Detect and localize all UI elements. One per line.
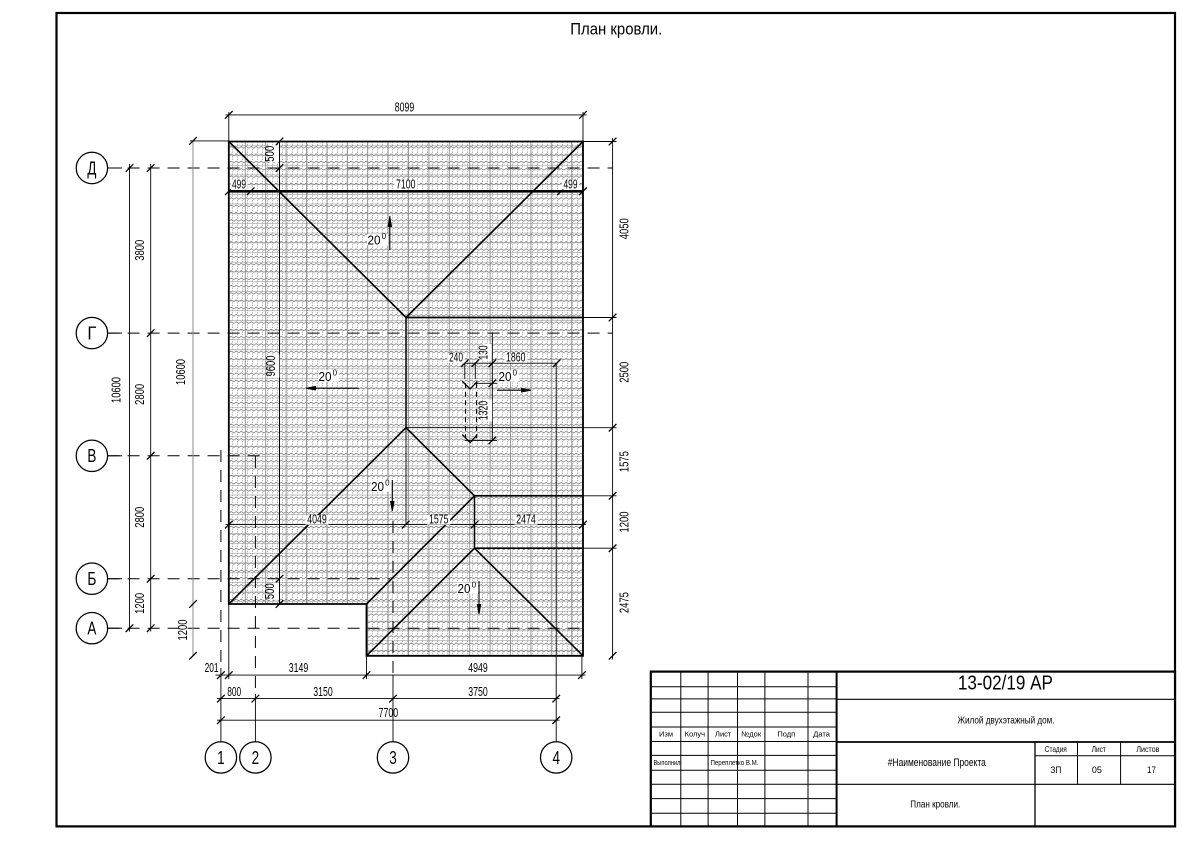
svg-text:20: 20 bbox=[499, 370, 512, 384]
svg-text:№док: №док bbox=[741, 730, 762, 739]
svg-text:Переплетко В.М.: Переплетко В.М. bbox=[711, 758, 759, 767]
svg-text:1200: 1200 bbox=[133, 593, 147, 614]
svg-text:0: 0 bbox=[385, 478, 390, 487]
svg-text:4949: 4949 bbox=[468, 661, 488, 675]
svg-text:Г: Г bbox=[87, 324, 96, 344]
svg-text:2800: 2800 bbox=[133, 384, 147, 405]
svg-text:20: 20 bbox=[368, 234, 381, 248]
svg-text:7100: 7100 bbox=[396, 178, 416, 192]
svg-text:0: 0 bbox=[472, 580, 477, 589]
svg-text:7700: 7700 bbox=[379, 706, 399, 720]
svg-text:1200: 1200 bbox=[617, 511, 631, 532]
svg-text:240: 240 bbox=[449, 351, 463, 365]
svg-text:Колуч: Колуч bbox=[685, 730, 706, 739]
svg-text:3800: 3800 bbox=[133, 240, 147, 261]
svg-text:4049: 4049 bbox=[307, 513, 327, 527]
svg-text:05: 05 bbox=[1092, 765, 1102, 776]
svg-text:Выполнил: Выполнил bbox=[654, 758, 681, 767]
svg-text:Б: Б bbox=[87, 569, 96, 589]
svg-text:2474: 2474 bbox=[516, 513, 536, 527]
svg-text:План кровли.: План кровли. bbox=[570, 20, 662, 39]
svg-text:1320: 1320 bbox=[477, 401, 491, 421]
svg-text:500: 500 bbox=[263, 146, 277, 162]
svg-text:План кровли.: План кровли. bbox=[910, 799, 960, 811]
svg-text:1: 1 bbox=[217, 748, 225, 768]
svg-text:499: 499 bbox=[564, 178, 578, 192]
svg-text:9600: 9600 bbox=[264, 355, 278, 376]
svg-text:1575: 1575 bbox=[617, 451, 631, 472]
svg-text:2800: 2800 bbox=[133, 507, 147, 528]
svg-text:1575: 1575 bbox=[429, 513, 449, 527]
svg-text:1200: 1200 bbox=[176, 619, 190, 640]
svg-text:3750: 3750 bbox=[468, 685, 488, 699]
svg-text:0: 0 bbox=[333, 368, 338, 377]
svg-text:2500: 2500 bbox=[617, 362, 631, 383]
svg-text:В: В bbox=[87, 446, 96, 466]
svg-text:20: 20 bbox=[319, 370, 332, 384]
svg-text:Листов: Листов bbox=[1136, 744, 1159, 754]
svg-text:1860: 1860 bbox=[506, 351, 526, 365]
svg-text:Жилой двухэтажный дом.: Жилой двухэтажный дом. bbox=[958, 714, 1055, 726]
svg-text:8099: 8099 bbox=[395, 100, 415, 114]
svg-text:499: 499 bbox=[232, 178, 246, 192]
svg-text:Лист: Лист bbox=[715, 730, 732, 739]
svg-text:20: 20 bbox=[371, 480, 384, 494]
svg-text:4: 4 bbox=[552, 748, 560, 768]
svg-text:Д: Д bbox=[87, 158, 96, 178]
svg-text:Дата: Дата bbox=[813, 730, 830, 739]
svg-text:А: А bbox=[87, 619, 96, 639]
svg-text:3150: 3150 bbox=[313, 685, 333, 699]
svg-text:2475: 2475 bbox=[617, 592, 631, 613]
svg-text:3149: 3149 bbox=[289, 661, 309, 675]
svg-text:4050: 4050 bbox=[617, 218, 631, 239]
svg-text:17: 17 bbox=[1147, 765, 1156, 776]
svg-text:3: 3 bbox=[389, 748, 397, 768]
svg-text:20: 20 bbox=[458, 582, 471, 596]
svg-text:500: 500 bbox=[263, 583, 277, 599]
svg-text:ЗП: ЗП bbox=[1050, 765, 1061, 776]
svg-text:Изм: Изм bbox=[659, 730, 673, 739]
svg-text:10600: 10600 bbox=[110, 377, 124, 403]
svg-text:800: 800 bbox=[227, 685, 241, 699]
svg-text:0: 0 bbox=[513, 368, 518, 377]
svg-text:Подп: Подп bbox=[777, 730, 795, 739]
svg-text:201: 201 bbox=[205, 661, 219, 675]
svg-text:0: 0 bbox=[382, 232, 387, 241]
svg-text:Стадия: Стадия bbox=[1045, 744, 1067, 754]
svg-text:2: 2 bbox=[252, 748, 260, 768]
svg-text:#Наименование Проекта: #Наименование Проекта bbox=[888, 757, 987, 769]
svg-text:10600: 10600 bbox=[174, 359, 188, 385]
svg-text:130: 130 bbox=[476, 345, 490, 359]
svg-text:13-02/19 АР: 13-02/19 АР bbox=[958, 672, 1053, 694]
svg-text:Лист: Лист bbox=[1092, 744, 1106, 754]
